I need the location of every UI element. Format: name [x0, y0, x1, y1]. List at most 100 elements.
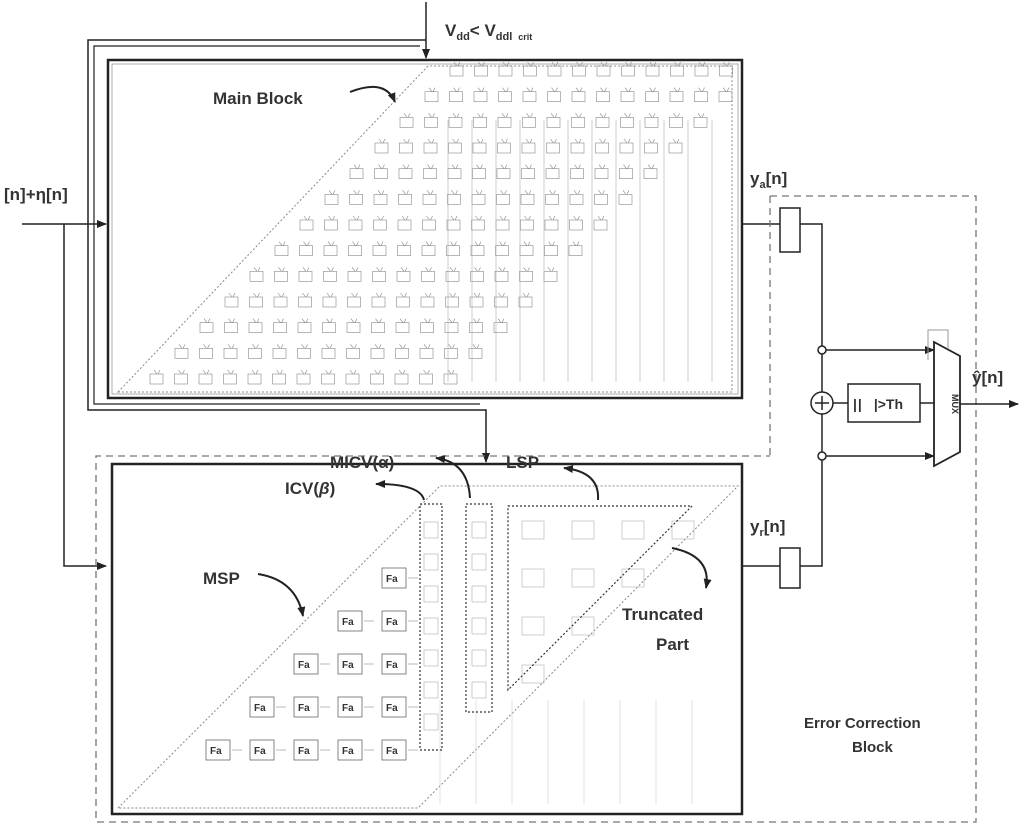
main-array-cell: [373, 267, 386, 281]
main-array-cell: [200, 319, 213, 333]
main-array-cell: [273, 370, 286, 384]
main-array-cell: [448, 165, 461, 179]
main-array-cell: [471, 267, 484, 281]
main-array-cell: [347, 319, 360, 333]
main-array-cell: [375, 165, 388, 179]
main-array-cell: [570, 190, 583, 204]
main-array-cell: [498, 113, 511, 127]
main-array-cell: [621, 113, 634, 127]
main-array-cell: [498, 139, 511, 153]
lsp-label: LSP: [506, 453, 539, 472]
main-array-cell: [224, 370, 237, 384]
yr-label: yr[n]: [750, 517, 785, 539]
main-array-cell: [199, 370, 212, 384]
fa-cell-label: Fa: [254, 703, 266, 714]
main-array-cell: [645, 139, 658, 153]
ya-register: [780, 208, 800, 252]
main-array-cell: [449, 113, 462, 127]
main-array-cell: [350, 190, 363, 204]
input-signal-label: [n]+η[n]: [4, 185, 68, 204]
main-array-cell: [448, 190, 461, 204]
icv-cell: [424, 522, 438, 538]
fa-cell: Fa: [382, 697, 418, 717]
main-array-cell: [273, 344, 286, 358]
main-array-cell: [495, 267, 508, 281]
icv-cell: [424, 554, 438, 570]
main-array-cell: [399, 190, 412, 204]
main-array-cell: [422, 267, 435, 281]
main-array-cell: [349, 216, 362, 230]
main-array-cell: [499, 88, 512, 102]
main-array-cell: [424, 139, 437, 153]
icv-pointer-arrow: [376, 484, 424, 500]
main-array-cell: [300, 242, 313, 256]
threshold-label: |||>Th: [853, 396, 903, 412]
main-array-cell: [495, 293, 508, 307]
main-array-cell: [473, 165, 486, 179]
main-array-cell: [469, 344, 482, 358]
micv-cell: [472, 650, 486, 666]
main-array-cell: [249, 319, 262, 333]
main-array-cell: [621, 88, 634, 102]
main-array-cell: [398, 216, 411, 230]
ecb-label-line1: Error Correction: [804, 715, 921, 732]
truncated-pointer-arrow: [672, 548, 707, 588]
main-array-cell: [695, 88, 708, 102]
main-array-cell: [619, 190, 632, 204]
main-array-cell: [425, 113, 438, 127]
main-array-cell: [496, 242, 509, 256]
main-array-cell: [445, 319, 458, 333]
lsp-group-triangle: [508, 506, 692, 690]
main-array-cell: [274, 319, 287, 333]
main-array-cell: [374, 216, 387, 230]
fa-cell-label: Fa: [386, 746, 398, 757]
main-array-cell: [275, 242, 288, 256]
lsp-cell: [522, 521, 544, 539]
truncated-label-line2: Part: [656, 635, 689, 654]
main-array-cell: [297, 370, 310, 384]
icv-cell: [424, 650, 438, 666]
mux-label: MUX: [950, 394, 960, 414]
main-array-cell: [348, 293, 361, 307]
main-array-cell: [324, 242, 337, 256]
main-array-cell: [645, 113, 658, 127]
lsp-cell: [572, 569, 594, 587]
main-array-cell: [200, 344, 213, 358]
fa-cell: Fa: [382, 740, 418, 760]
main-array-cell: [322, 370, 335, 384]
main-array-cells: [150, 62, 733, 384]
main-array-cell: [545, 242, 558, 256]
main-array-cell: [523, 88, 536, 102]
fa-cell-label: Fa: [342, 703, 354, 714]
main-array-cell: [620, 139, 633, 153]
main-array-cell: [646, 88, 659, 102]
yr-to-mux-wire: [800, 456, 934, 566]
icv-cell: [424, 618, 438, 634]
main-array-cell: [372, 319, 385, 333]
main-array-cell: [472, 216, 485, 230]
main-array-cell: [400, 113, 413, 127]
main-array-cell: [547, 113, 560, 127]
main-array-cell: [398, 242, 411, 256]
main-array-cell: [423, 190, 436, 204]
yr-junction: [818, 452, 826, 460]
main-array-cell: [669, 139, 682, 153]
main-array-cell: [323, 319, 336, 333]
icv-cell: [424, 682, 438, 698]
main-array-cell: [497, 190, 510, 204]
lsp-cell: [522, 617, 544, 635]
main-array-cell: [322, 344, 335, 358]
vdd-label: Vdd< Vddlcrit: [445, 21, 532, 43]
main-array-cell: [371, 344, 384, 358]
main-array-cell: [420, 344, 433, 358]
fa-cell: Fa: [338, 611, 374, 631]
micv-cell: [472, 586, 486, 602]
micv-group-box: [466, 504, 492, 712]
ya-label: ya[n]: [750, 169, 787, 191]
msp-label: MSP: [203, 569, 240, 588]
main-array-cell: [346, 370, 359, 384]
fa-cell: Fa: [294, 740, 330, 760]
main-array-cell: [570, 216, 583, 230]
main-array-cell: [248, 370, 261, 384]
main-block-pointer-arrow: [350, 87, 395, 102]
